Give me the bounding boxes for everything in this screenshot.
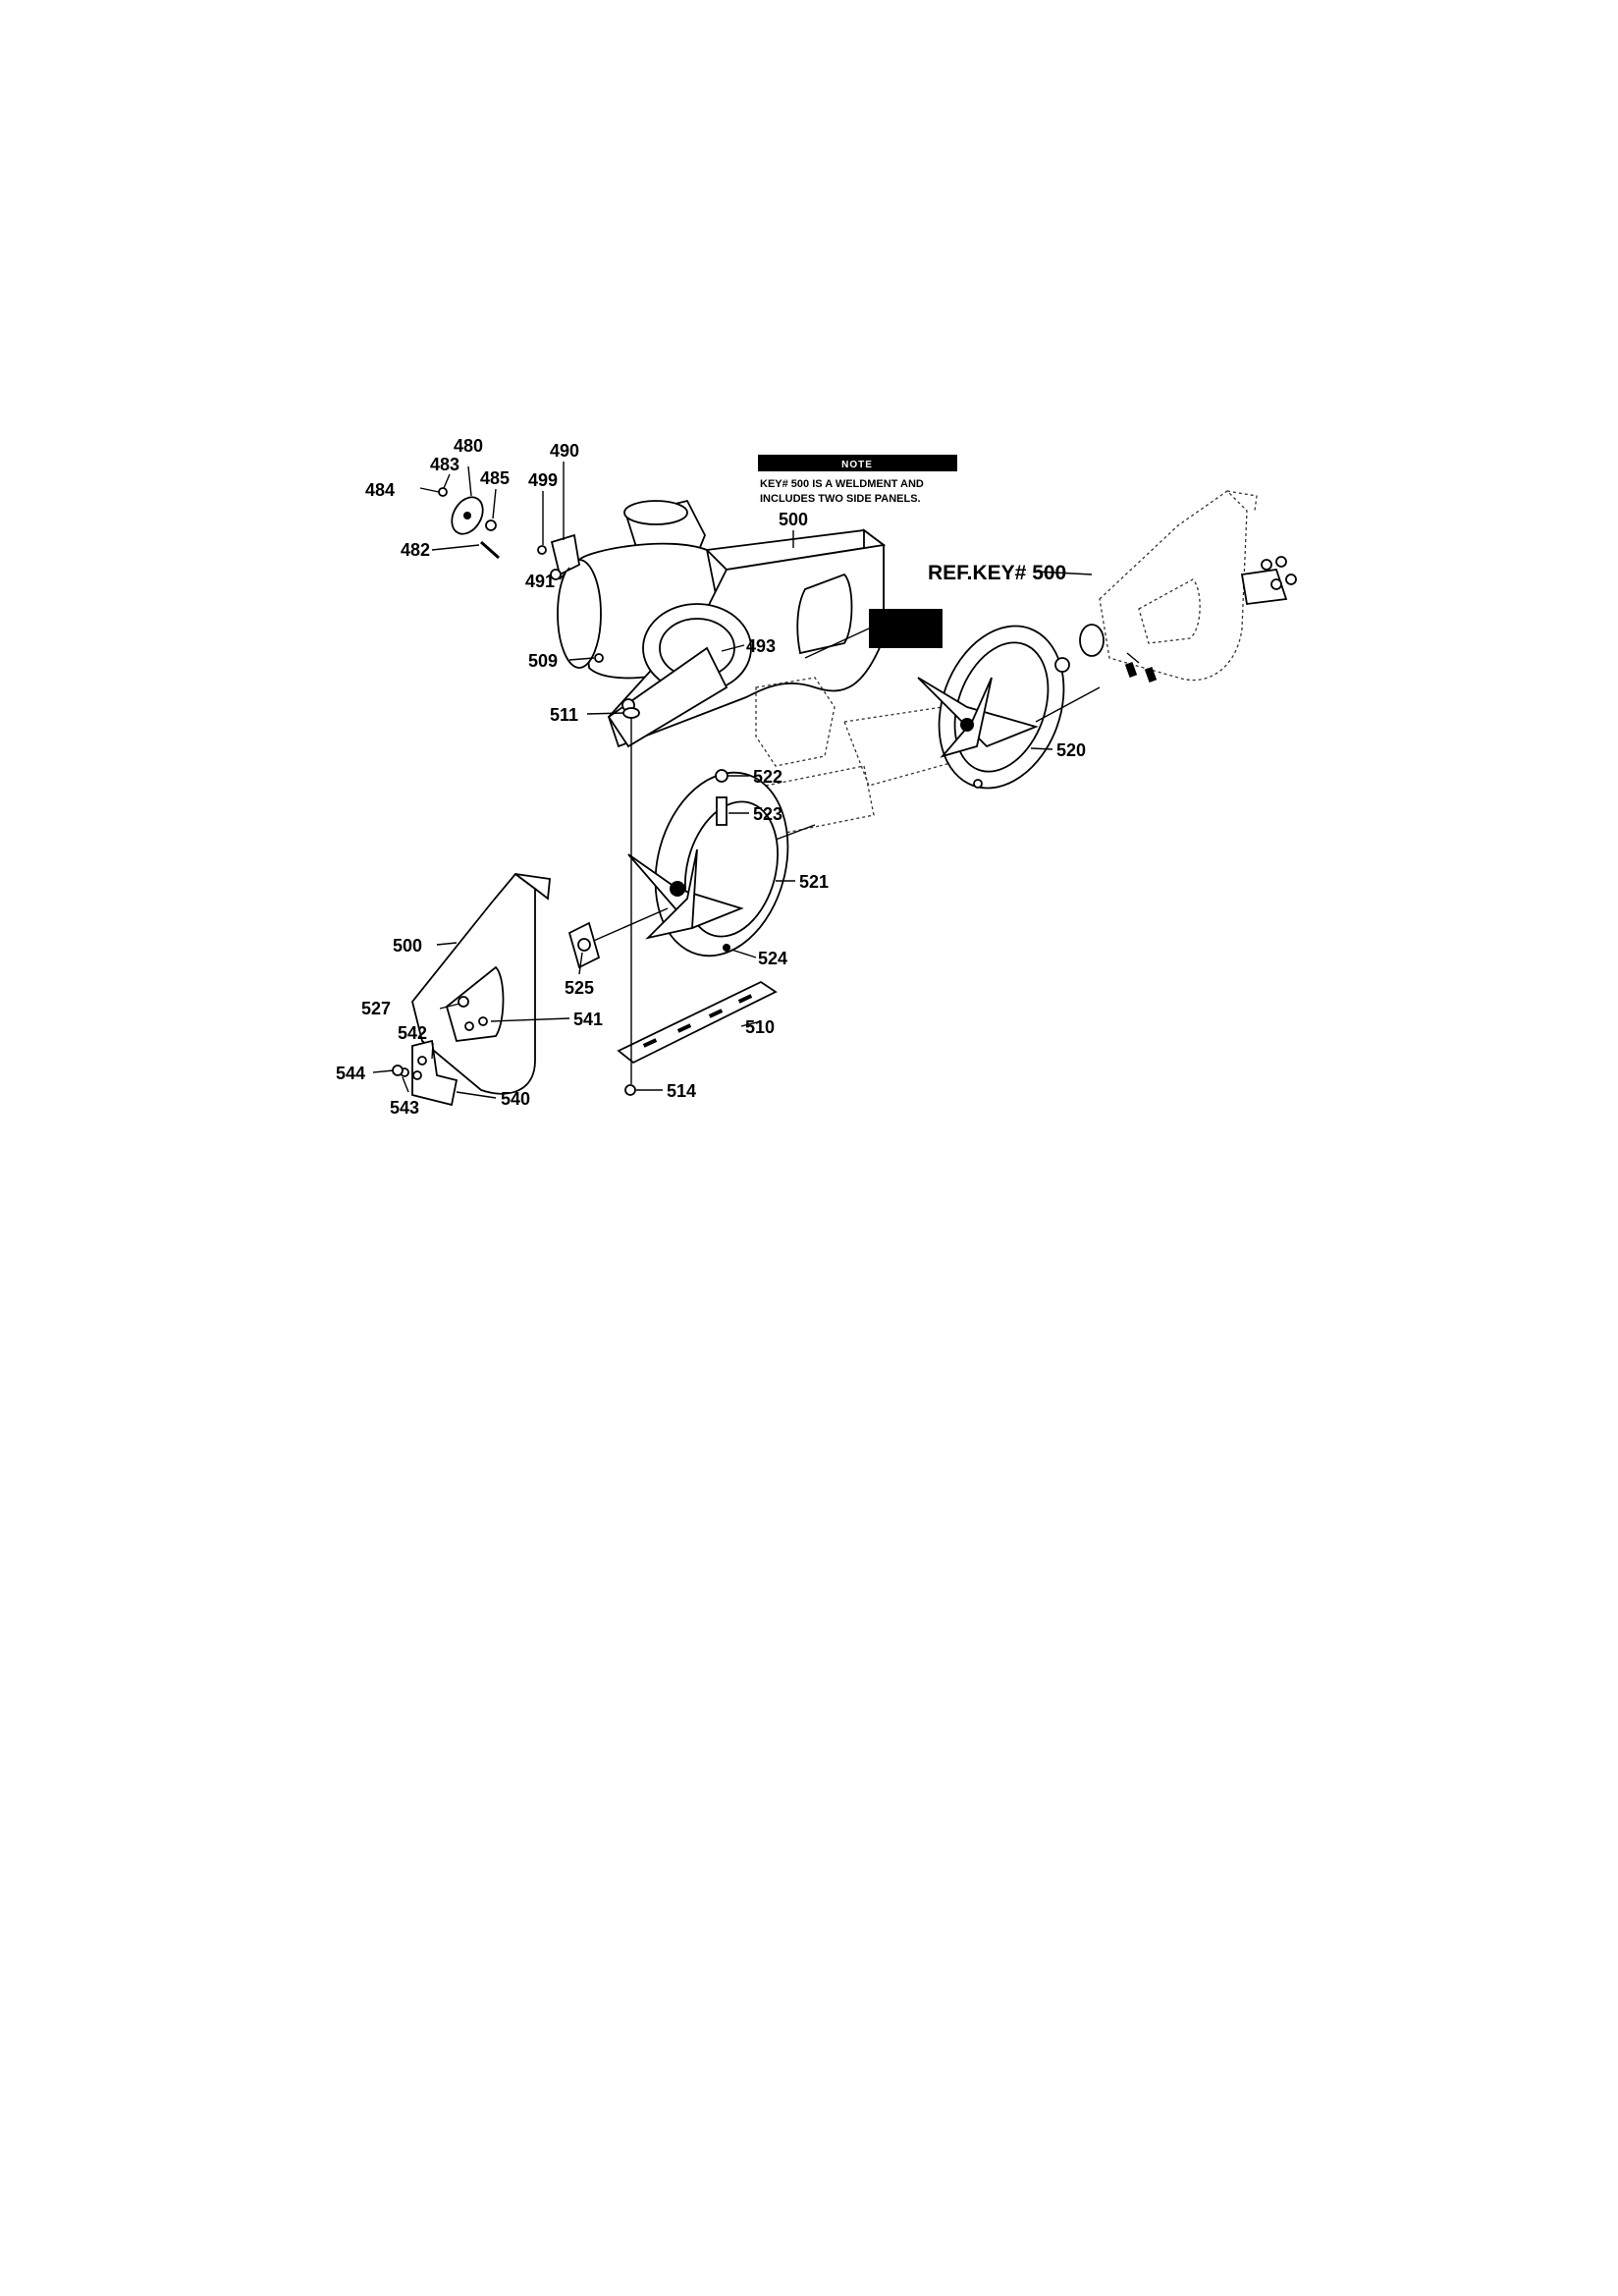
label-521: 521 [799, 872, 829, 892]
pulley-group-drawing [438, 487, 635, 712]
label-540: 540 [501, 1089, 530, 1109]
label-484: 484 [365, 480, 395, 500]
note-box: NOTE KEY# 500 IS A WELDMENT AND INCLUDES… [758, 455, 957, 505]
label-523: 523 [753, 804, 782, 824]
note-line-1: KEY# 500 IS A WELDMENT AND [760, 478, 924, 490]
label-544: 544 [336, 1064, 365, 1083]
right-side-panel-drawing [1079, 490, 1297, 683]
label-541: 541 [573, 1010, 603, 1029]
label-514: 514 [667, 1081, 696, 1101]
label-500-top: 500 [779, 510, 808, 529]
left-auger-drawing [588, 769, 816, 957]
label-483: 483 [430, 455, 459, 474]
leader-lines [372, 462, 1093, 1099]
right-auger-drawing [917, 625, 1101, 790]
label-522: 522 [753, 767, 782, 787]
label-542: 542 [398, 1023, 427, 1043]
label-482: 482 [401, 540, 430, 560]
label-499: 499 [528, 470, 558, 490]
label-491: 491 [525, 572, 555, 591]
label-490: 490 [550, 441, 579, 461]
label-525: 525 [565, 978, 594, 998]
label-524: 524 [758, 949, 787, 968]
label-543: 543 [390, 1098, 419, 1118]
label-509: 509 [528, 651, 558, 671]
label-527: 527 [361, 999, 391, 1018]
left-side-panel-drawing [392, 872, 601, 1107]
note-line-2: INCLUDES TWO SIDE PANELS. [760, 493, 921, 505]
label-485: 485 [480, 468, 510, 488]
label-ref-key-500: REF.KEY# 500 [928, 562, 1066, 584]
label-520: 520 [1056, 740, 1086, 760]
note-heading: NOTE [841, 460, 873, 470]
label-510: 510 [745, 1017, 775, 1037]
label-493: 493 [746, 636, 776, 656]
label-500-left: 500 [393, 936, 422, 956]
label-480: 480 [454, 436, 483, 456]
part-labels: 480 483 484 485 482 490 499 491 500 493 … [336, 436, 1086, 1118]
label-511: 511 [550, 705, 578, 725]
bolt-511-drawing [622, 707, 640, 1084]
scraper-bar-drawing [617, 980, 778, 1096]
